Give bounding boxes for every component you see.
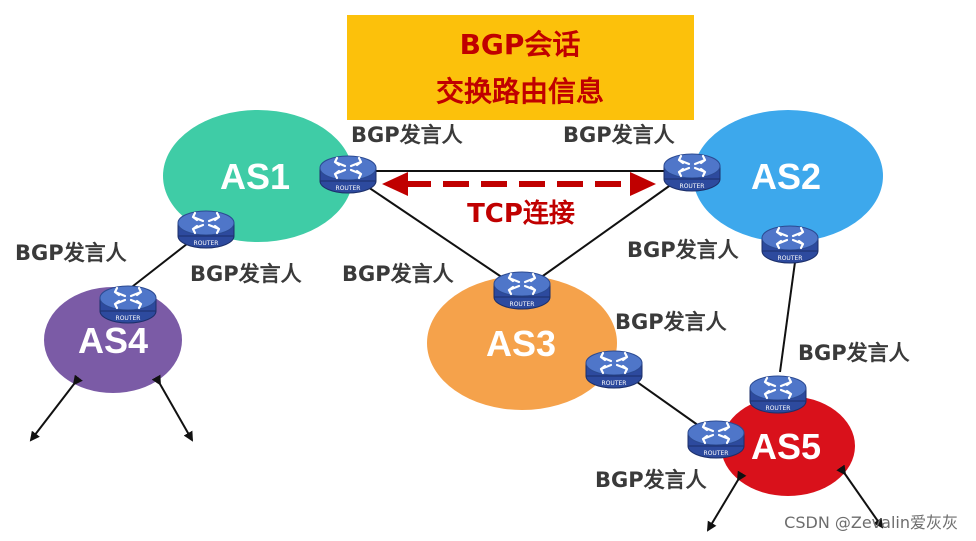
svg-text:ROUTER: ROUTER: [116, 315, 141, 322]
svg-text:ROUTER: ROUTER: [602, 380, 627, 387]
as5-label: AS5: [751, 426, 821, 467]
speaker-label-as5-top: BGP发言人: [798, 341, 910, 365]
svg-text:ROUTER: ROUTER: [778, 255, 803, 262]
link-as2-as3: [539, 183, 673, 279]
speaker-label-as1-top: BGP发言人: [351, 123, 463, 147]
as5-out-left: [706, 470, 747, 532]
session-title-line2: 交换路由信息: [436, 75, 604, 108]
speaker-label-as2-top: BGP发言人: [563, 123, 675, 147]
router-icon: ROUTER: [584, 349, 644, 390]
tcp-label: TCP连接: [467, 199, 575, 229]
router-icon: ROUTER: [176, 209, 236, 250]
as3-label: AS3: [486, 323, 556, 364]
as4-out-right: [151, 374, 193, 442]
svg-text:ROUTER: ROUTER: [704, 450, 729, 457]
router-icon: ROUTER: [760, 224, 820, 265]
svg-text:ROUTER: ROUTER: [680, 183, 705, 190]
as4-out-left: [29, 374, 83, 442]
tcp-connection-arrow: [382, 172, 656, 196]
watermark: CSDN @Zevalin爱灰灰: [784, 513, 958, 532]
as1-label: AS1: [220, 156, 290, 197]
router-icon: ROUTER: [318, 154, 378, 195]
as1-ellipse: [163, 110, 353, 242]
link-as1-as3: [367, 186, 507, 281]
svg-text:ROUTER: ROUTER: [510, 301, 535, 308]
speaker-label-as5-left: BGP发言人: [595, 468, 707, 492]
as3-ellipse: [427, 276, 617, 410]
router-icon: ROUTER: [492, 270, 552, 311]
router-icon: ROUTER: [98, 284, 158, 325]
link-as3-as5: [629, 376, 703, 429]
speaker-label-as3-top: BGP发言人: [342, 262, 454, 286]
svg-text:ROUTER: ROUTER: [336, 185, 361, 192]
router-icon: ROUTER: [748, 374, 808, 415]
link-as2-as5: [779, 261, 796, 373]
as5-out-right: [836, 464, 884, 529]
bgp-session-box: [347, 15, 694, 120]
router-icon: ROUTER: [686, 419, 746, 460]
as4-label: AS4: [78, 320, 148, 361]
external-arrows: [29, 374, 884, 532]
router-icon: ROUTER: [662, 152, 722, 193]
speaker-label-as4-left: BGP发言人: [15, 241, 127, 265]
speaker-label-as3-right: BGP发言人: [615, 310, 727, 334]
as2-ellipse: [693, 110, 883, 242]
link-as1-as4: [127, 239, 193, 291]
as5-ellipse: [721, 396, 855, 496]
links: [127, 170, 796, 429]
session-title-line1: BGP会话: [460, 28, 581, 61]
speaker-label-as2-lower: BGP发言人: [627, 238, 739, 262]
as2-label: AS2: [751, 156, 821, 197]
speaker-label-as1-lower: BGP发言人: [190, 262, 302, 286]
svg-text:ROUTER: ROUTER: [194, 240, 219, 247]
svg-text:ROUTER: ROUTER: [766, 405, 791, 412]
